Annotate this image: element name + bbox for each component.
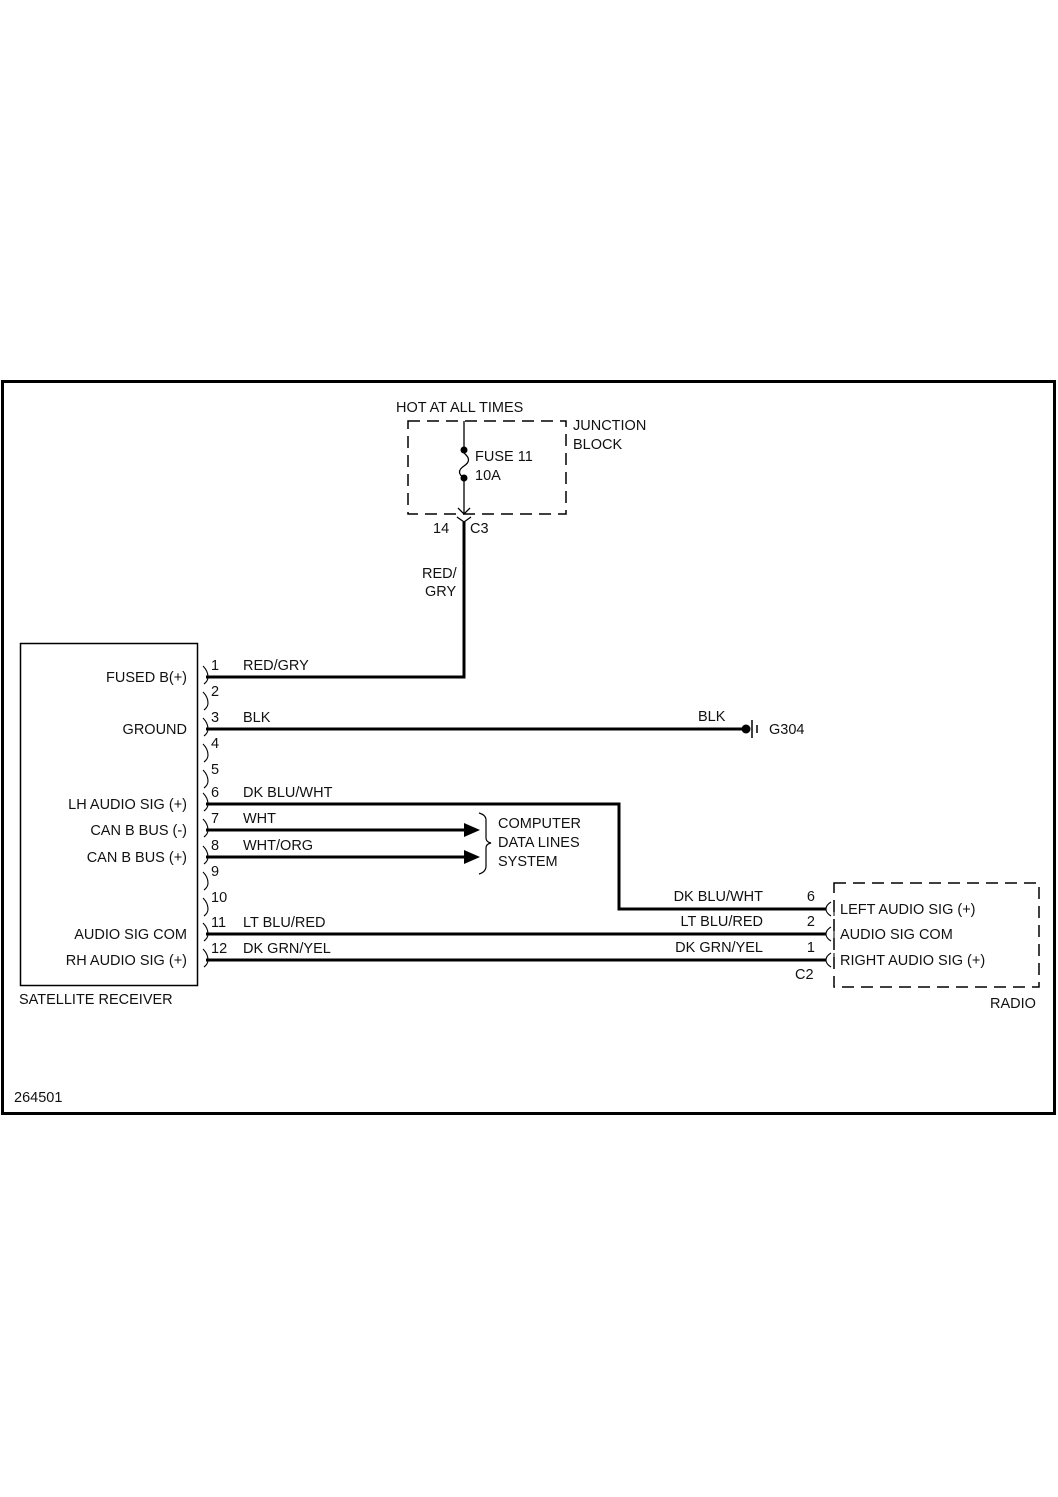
sr-pin-function: LH AUDIO SIG (+)	[68, 797, 187, 813]
fuse-label-1: FUSE 11	[475, 449, 533, 465]
computer-data-lines: COMPUTER DATA LINES SYSTEM	[478, 812, 581, 875]
pin-connector-icon	[202, 691, 209, 711]
vertical-wire-color-1: RED/	[422, 566, 458, 582]
wires	[206, 522, 826, 962]
radio-wire-color: LT BLU/RED	[681, 914, 763, 930]
pin-connector-icon	[825, 926, 832, 942]
sr-pin-function: CAN B BUS (-)	[90, 823, 187, 839]
pin-connector-icon	[202, 922, 209, 942]
radio-pin-function: RIGHT AUDIO SIG (+)	[840, 953, 985, 969]
pin-connector-icon	[202, 948, 209, 968]
arrow-icon	[464, 823, 480, 837]
sr-pin-number: 1	[211, 658, 219, 674]
ground-icon	[741, 720, 758, 738]
radio-pin-function: LEFT AUDIO SIG (+)	[840, 902, 976, 918]
sr-pin-function: AUDIO SIG COM	[74, 927, 187, 943]
radio-label: RADIO	[990, 996, 1036, 1012]
radio-connector-id: C2	[795, 967, 814, 983]
c3-connector-id: C3	[470, 521, 489, 537]
junction-block-label-1: JUNCTION	[573, 418, 646, 434]
junction-block-label-2: BLOCK	[573, 437, 622, 453]
satellite-receiver-box	[19, 642, 199, 987]
sr-pin-number: 4	[211, 736, 219, 752]
sr-wire-color: BLK	[243, 710, 271, 726]
sr-pin-number: 2	[211, 684, 219, 700]
data-lines-label-3: SYSTEM	[498, 854, 558, 870]
junction-block-outline	[407, 420, 567, 515]
satellite-receiver-label: SATELLITE RECEIVER	[19, 992, 173, 1008]
pin-connector-icon	[202, 845, 209, 865]
sr-pin-number: 6	[211, 785, 219, 801]
sr-pin-number: 5	[211, 762, 219, 778]
sr-wire-color: DK GRN/YEL	[243, 941, 331, 957]
sr-pin-number: 11	[211, 915, 226, 931]
sr-wire-color: DK BLU/WHT	[243, 785, 333, 801]
pin-connector-icon	[202, 743, 209, 763]
ground-wire-color: BLK	[698, 709, 726, 725]
sr-wire-color: WHT/ORG	[243, 838, 313, 854]
sr-pin-number: 8	[211, 838, 219, 854]
sr-pin-function: FUSED B(+)	[106, 670, 187, 686]
pin-connector-icon	[825, 901, 832, 917]
pin-connector-icon	[202, 665, 209, 685]
pin-connector-icon	[202, 717, 209, 737]
ground-id: G304	[769, 722, 804, 738]
sr-pin-number: 9	[211, 864, 219, 880]
radio-outline	[833, 882, 1040, 988]
radio-pin-number: 6	[807, 889, 815, 905]
sr-wire-color: RED/GRY	[243, 658, 309, 674]
sr-wire-color: LT BLU/RED	[243, 915, 325, 931]
vertical-wire-color-2: GRY	[425, 584, 456, 600]
radio-wire-color: DK GRN/YEL	[675, 940, 763, 956]
connector-c3-icon	[456, 516, 472, 523]
pin-connector-icon	[825, 952, 832, 968]
pin-connector-icon	[202, 871, 209, 891]
sr-pin-number: 12	[211, 941, 227, 957]
pin-connector-icon	[202, 769, 209, 789]
sr-pin-number: 3	[211, 710, 219, 726]
sr-pin-function: GROUND	[123, 722, 187, 738]
wire-red-gry	[206, 522, 466, 679]
sr-wire-color: WHT	[243, 811, 276, 827]
figure-id: 264501	[14, 1090, 62, 1106]
sr-pin-number: 7	[211, 811, 219, 827]
wire-dk-blu-wht	[206, 802, 826, 911]
data-lines-label-1: COMPUTER	[498, 816, 581, 832]
hot-at-all-times-label: HOT AT ALL TIMES	[396, 400, 523, 416]
pin-connector-icon	[202, 792, 209, 812]
sr-pin-function: CAN B BUS (+)	[87, 850, 187, 866]
sr-pin-function: RH AUDIO SIG (+)	[66, 953, 187, 969]
ground-g304: BLK G304	[698, 709, 804, 738]
radio-wire-color: DK BLU/WHT	[674, 889, 764, 905]
radio-pin-number: 2	[807, 914, 815, 930]
pin-connector-icon	[202, 818, 209, 838]
fuse-icon	[457, 421, 471, 515]
pin-connector-icon	[202, 897, 209, 917]
sr-pin-number: 10	[211, 890, 227, 906]
brace-icon	[478, 812, 492, 875]
junction-block: HOT AT ALL TIMES JUNCTION BLOCK FUSE 11 …	[396, 400, 646, 600]
c3-pin-number: 14	[433, 521, 449, 537]
diagram-frame	[1, 380, 1056, 1115]
arrow-icon	[464, 850, 480, 864]
data-lines-label-2: DATA LINES	[498, 835, 580, 851]
radio-pin-number: 1	[807, 940, 815, 956]
fuse-label-2: 10A	[475, 468, 501, 484]
radio-pin-function: AUDIO SIG COM	[840, 927, 953, 943]
